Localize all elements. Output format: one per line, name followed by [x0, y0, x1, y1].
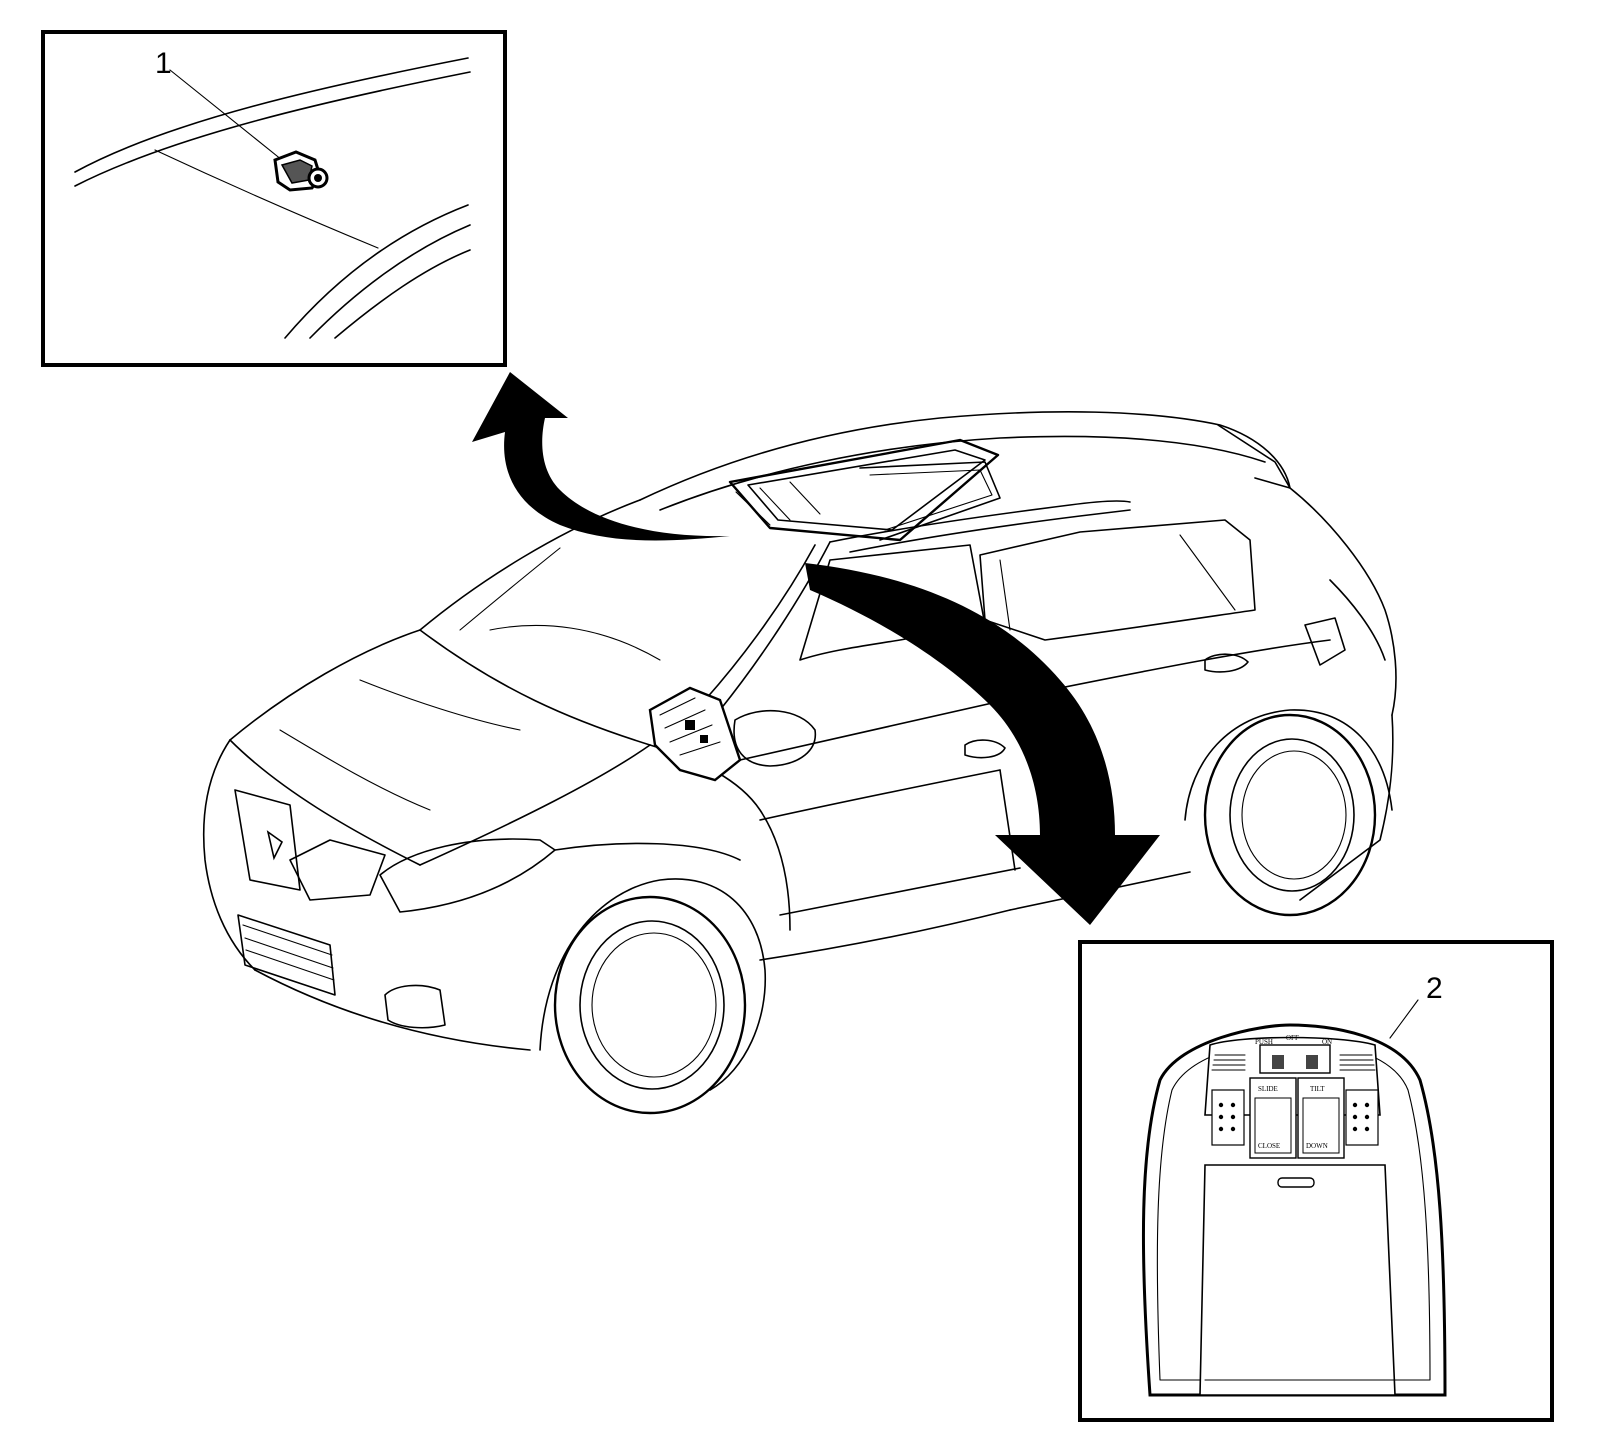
bin-latch[interactable] — [1277, 1177, 1315, 1188]
a-pillar — [719, 541, 831, 711]
hood-right-edge — [419, 744, 651, 866]
roof-seam-line — [154, 149, 379, 249]
callout-label-2: 2 — [1426, 972, 1443, 1005]
a-pillar-inner — [704, 544, 816, 701]
vent-grille-left — [1211, 1054, 1246, 1071]
window-pillars — [999, 534, 1236, 631]
rear-door-handle — [1204, 653, 1249, 673]
lamp-switch-right-key[interactable] — [1306, 1055, 1318, 1069]
vent-grille-right — [1339, 1054, 1376, 1071]
fuel-door — [1304, 617, 1346, 666]
hood-crease-1 — [279, 729, 431, 811]
roof-inner-line — [659, 435, 1266, 511]
callout-label-1: 1 — [155, 47, 172, 80]
label-off: OFF — [1286, 1034, 1299, 1042]
rear-rocker — [1009, 871, 1191, 911]
sunroof-assembly — [728, 438, 1001, 542]
rear-side-window — [979, 519, 1256, 641]
upper-body-line — [739, 639, 1331, 761]
sunroof-mechanism — [735, 481, 821, 526]
sunroof-switch-left[interactable]: SLIDE CLOSE — [1249, 1077, 1297, 1159]
roof-edge-inner — [74, 71, 471, 187]
lamp-switch[interactable] — [1259, 1044, 1331, 1074]
rocker-line — [779, 867, 1021, 916]
sunroof-curve-1 — [284, 204, 469, 339]
leader-line-2 — [1389, 999, 1419, 1039]
fender-top — [554, 842, 741, 861]
inset-2-frame — [1078, 940, 1554, 1422]
label-slide: SLIDE — [1258, 1085, 1278, 1093]
side-mirror — [733, 709, 817, 767]
grille-left — [234, 789, 301, 891]
sunroof-curve-2 — [309, 224, 471, 339]
arrow-to-inset-1 — [472, 372, 730, 541]
inset-detail-console: 2 PUSH OFF ON SLIDE CLOSE — [1078, 940, 1554, 1422]
windshield-top-left — [419, 499, 641, 631]
rocker-lower — [759, 909, 1011, 961]
label-tilt: TILT — [1310, 1085, 1325, 1093]
inset-1-frame — [41, 30, 507, 367]
sunroof-frame-outer — [728, 438, 1000, 542]
sunroof-curve-3 — [334, 249, 471, 339]
wiper-line — [489, 624, 661, 661]
front-bumper-bottom — [254, 969, 531, 1051]
rear-tire — [1203, 713, 1377, 917]
windshield-bottom — [419, 629, 651, 746]
windshield-inner-left — [459, 547, 561, 631]
rear-wheel — [1184, 709, 1393, 917]
sunroof-frame-inner — [747, 449, 986, 531]
leader-line-1 — [169, 69, 283, 161]
rear-wheel-arch — [1184, 709, 1393, 821]
door-gap — [999, 769, 1016, 871]
map-lamp-right[interactable] — [1345, 1089, 1379, 1146]
vehicle-illustration — [202, 411, 1397, 1115]
front-door-handle — [964, 739, 1006, 759]
roof-edge-outer — [74, 57, 469, 173]
rear-bumper — [1299, 714, 1394, 901]
sunroof-glass-inner — [869, 469, 993, 531]
front-side-window — [799, 544, 986, 661]
front-rim-inner — [591, 932, 717, 1078]
label-down: DOWN — [1306, 1142, 1328, 1150]
roof-rail-lower — [849, 509, 1131, 553]
front-tire — [553, 895, 747, 1115]
sunroof-glass — [859, 461, 1001, 541]
lamp-switch-left-key[interactable] — [1272, 1055, 1284, 1069]
console-highlight-on-vehicle — [648, 686, 742, 782]
rear-quarter-outline — [1289, 487, 1397, 716]
tail-lamp-line — [1329, 579, 1386, 661]
sunglass-bin-lid[interactable] — [1199, 1164, 1396, 1396]
headlamp — [379, 838, 556, 913]
roof-outline — [639, 411, 1291, 501]
front-left-fascia — [202, 739, 256, 971]
label-close: CLOSE — [1258, 1142, 1280, 1150]
fog-lamp — [384, 984, 446, 1029]
hood-crease-2 — [359, 679, 521, 731]
arrow-to-inset-2 — [805, 563, 1160, 925]
rear-rim — [1229, 738, 1355, 892]
rear-rim-inner — [1241, 750, 1347, 880]
beltline — [759, 769, 1001, 821]
hood-left-edge — [229, 629, 421, 741]
rear-spoiler — [1217, 424, 1291, 489]
sensor-component — [273, 150, 329, 192]
lower-grille — [237, 914, 336, 996]
label-on: ON — [1322, 1038, 1332, 1046]
roof-rail — [829, 500, 1131, 543]
map-lamp-left[interactable] — [1211, 1089, 1245, 1146]
front-wheel — [539, 878, 767, 1115]
inset-detail-sensor: 1 — [41, 30, 507, 367]
hood-front-edge — [229, 739, 421, 866]
brand-emblem — [266, 830, 284, 861]
label-push: PUSH — [1255, 1038, 1273, 1046]
sunroof-switch-right[interactable]: TILT DOWN — [1297, 1077, 1345, 1159]
front-rim — [579, 920, 725, 1090]
lower-grille-slats — [242, 924, 335, 981]
grille-right — [289, 839, 386, 901]
